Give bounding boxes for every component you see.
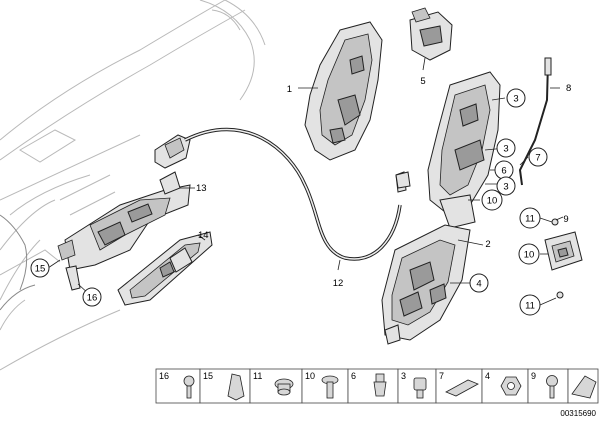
svg-text:10: 10 [305, 371, 315, 381]
callout-4: 4 [469, 273, 489, 293]
legend-item-16: 16 [155, 368, 201, 404]
svg-text:16: 16 [87, 293, 98, 304]
callout-3-top: 3 [506, 88, 526, 108]
striker-fasteners [551, 218, 564, 299]
svg-text:7: 7 [439, 371, 444, 381]
svg-text:12: 12 [333, 278, 344, 289]
nut-icon [500, 376, 522, 396]
direction-arrow-icon [571, 375, 597, 399]
legend-item-4: 4 [481, 368, 529, 404]
legend-item-15: 15 [199, 368, 251, 404]
svg-text:15: 15 [35, 264, 46, 275]
parts-legend-strip: 16 15 11 10 [155, 368, 599, 404]
svg-text:10: 10 [524, 250, 535, 261]
callout-9: 9 [563, 214, 568, 225]
callout-16: 16 [82, 287, 102, 307]
callout-12: 12 [333, 278, 344, 289]
plug-icon [413, 377, 427, 399]
svg-text:3: 3 [503, 182, 508, 193]
screw-icon [183, 375, 195, 399]
svg-text:15: 15 [203, 371, 213, 381]
foam-pad-icon [445, 379, 479, 397]
inner-handle-bracket [57, 171, 191, 291]
bolt-icon [321, 375, 339, 399]
legend-item-6: 6 [347, 368, 399, 404]
callout-8: 8 [566, 83, 571, 94]
actuator-housing-small [409, 7, 453, 61]
bowden-cable [184, 127, 407, 261]
lock-mechanism-lower [381, 224, 471, 345]
svg-text:4: 4 [476, 279, 481, 290]
svg-text:11: 11 [525, 301, 535, 312]
svg-text:3: 3 [401, 371, 406, 381]
svg-text:4: 4 [485, 371, 490, 381]
operating-rod [518, 57, 552, 186]
svg-text:14: 14 [198, 230, 209, 241]
callout-3-middle: 3 [496, 138, 516, 158]
svg-text:5: 5 [420, 76, 425, 87]
grommet-icon [274, 378, 294, 396]
callout-2: 2 [485, 239, 490, 250]
door-panel-outline [0, 0, 266, 371]
callout-10-right: 10 [518, 243, 540, 265]
legend-item-direction [567, 368, 599, 404]
svg-text:1: 1 [287, 84, 292, 95]
callout-1: 1 [287, 84, 292, 95]
callout-7: 7 [528, 147, 548, 167]
callout-10-middle: 10 [481, 189, 503, 211]
handle-trim-cover [117, 231, 213, 306]
clip-icon [227, 373, 245, 401]
pin-clip-icon [373, 373, 387, 397]
svg-text:2: 2 [485, 239, 490, 250]
rod-clip [395, 171, 411, 189]
callout-6: 6 [494, 160, 514, 180]
svg-text:13: 13 [196, 183, 207, 194]
svg-text:11: 11 [525, 214, 535, 225]
svg-text:7: 7 [535, 153, 540, 164]
svg-text:9: 9 [531, 371, 536, 381]
striker-plate [544, 231, 583, 271]
legend-item-11: 11 [249, 368, 303, 404]
svg-text:8: 8 [566, 83, 571, 94]
legend-item-3: 3 [397, 368, 437, 404]
svg-text:6: 6 [501, 166, 506, 177]
callout-14: 14 [198, 230, 209, 241]
svg-text:16: 16 [159, 371, 169, 381]
callout-3-lower: 3 [496, 176, 516, 196]
callout-5: 5 [420, 76, 425, 87]
callout-15: 15 [30, 258, 50, 278]
document-number: 00315690 [560, 409, 596, 418]
legend-item-9: 9 [527, 368, 569, 404]
svg-text:3: 3 [503, 144, 508, 155]
callout-11-bottom: 11 [519, 294, 541, 316]
legend-item-10: 10 [301, 368, 349, 404]
lock-housing-upper [427, 71, 501, 229]
svg-text:3: 3 [513, 94, 518, 105]
lock-cover-plate [304, 21, 383, 161]
callout-13: 13 [196, 183, 207, 194]
svg-text:6: 6 [351, 371, 356, 381]
legend-item-7: 7 [435, 368, 483, 404]
svg-text:11: 11 [253, 371, 262, 381]
torx-screw-icon [546, 375, 558, 399]
svg-text:9: 9 [563, 214, 568, 225]
callout-11-top: 11 [519, 207, 541, 229]
svg-text:10: 10 [487, 196, 498, 207]
cable-end-connector [154, 134, 191, 169]
